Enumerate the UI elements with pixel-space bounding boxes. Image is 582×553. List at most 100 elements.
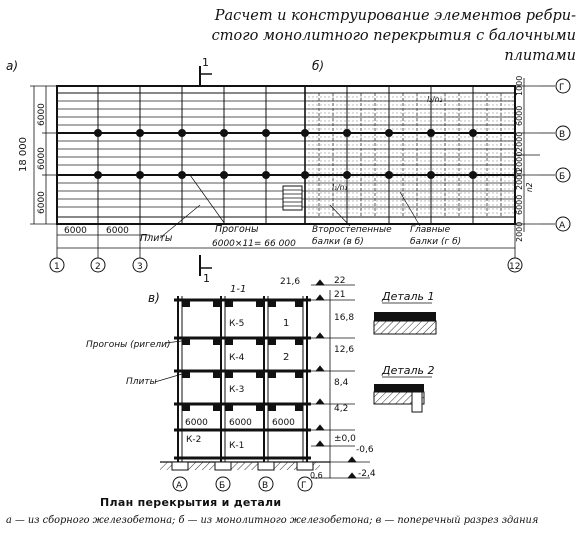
section-axis-bubbles bbox=[172, 476, 313, 492]
label-main-2: балки (г б) bbox=[410, 237, 461, 247]
section-columns-inner bbox=[181, 296, 304, 462]
detail-1-slab bbox=[374, 312, 436, 321]
elev-16-8: 16,8 bbox=[334, 313, 354, 323]
elev-8-4: 8,4 bbox=[334, 378, 349, 388]
bottom-dim-1: 6000 bbox=[64, 226, 87, 236]
room-k2: К-2 bbox=[186, 435, 201, 445]
details: Деталь 1 Деталь 2 bbox=[373, 290, 437, 413]
right-dim-6: 6000 bbox=[515, 195, 524, 215]
elev-0-0: ±0,0 bbox=[334, 434, 356, 444]
left-dim-ticks bbox=[30, 85, 57, 225]
ground-hatch bbox=[160, 462, 320, 470]
total-length: 6000×11= 66 000 bbox=[212, 239, 296, 249]
axis-right-A: А bbox=[559, 221, 566, 231]
elev-minus-2-4: -2,4 bbox=[358, 469, 376, 479]
detail-2-support bbox=[411, 391, 423, 413]
foot-dim: 0,6 bbox=[310, 471, 323, 480]
header-line-2: стого монолитного перекрытия с балочными… bbox=[211, 28, 576, 64]
span-1: 6000 bbox=[185, 418, 208, 428]
elev-22: 22 bbox=[334, 276, 345, 286]
label-slabs: Плиты bbox=[140, 233, 173, 244]
monolithic-area bbox=[305, 93, 515, 217]
section-leaders bbox=[154, 340, 183, 383]
detail-1-title: Деталь 1 bbox=[381, 290, 435, 303]
elev-4-2: 4,2 bbox=[334, 404, 348, 414]
bottom-dim-2: 6000 bbox=[106, 226, 129, 236]
elev-minus-0-6: -0,6 bbox=[356, 445, 374, 455]
right-dim-lines bbox=[515, 78, 540, 232]
n2-label: n2 bbox=[525, 182, 534, 192]
right-dim-7: 2000 bbox=[515, 222, 524, 242]
span-3: 6000 bbox=[272, 418, 295, 428]
section-axis-B: Б bbox=[219, 481, 225, 491]
columns bbox=[94, 129, 477, 179]
right-axis-bubbles bbox=[540, 78, 571, 232]
axis-bottom-3: 3 bbox=[137, 262, 143, 272]
secondary-beams bbox=[318, 93, 502, 217]
plan-label-b: б) bbox=[312, 59, 324, 73]
right-dim-1: 1000 bbox=[515, 76, 524, 96]
room-n2: 2 bbox=[283, 352, 289, 363]
span-2: 6000 bbox=[229, 418, 252, 428]
column-lines bbox=[97, 86, 474, 224]
annot-mid: l₁/n₁ bbox=[332, 183, 347, 192]
right-dim-2: 6000 bbox=[515, 106, 524, 126]
detail-2-top bbox=[374, 384, 424, 392]
girder-lines bbox=[57, 132, 515, 176]
plan-label-a: а) bbox=[6, 59, 18, 73]
elev-21: 21 bbox=[334, 290, 345, 300]
elevation-marks bbox=[311, 279, 370, 479]
elev-12-6: 12,6 bbox=[334, 345, 354, 355]
label-main: Главные bbox=[410, 225, 451, 235]
right-dim-3: 2000 bbox=[515, 132, 524, 152]
axis-bottom-2: 2 bbox=[95, 262, 101, 272]
section-top-dim: 21,6 bbox=[280, 277, 300, 287]
section-floors bbox=[174, 298, 311, 460]
room-k3: К-3 bbox=[229, 385, 244, 395]
detail-1-beam bbox=[373, 320, 437, 335]
header-line-1: Расчет и конструирование элементов ребри… bbox=[214, 8, 576, 24]
section-mark-top: 1 bbox=[202, 56, 209, 69]
left-dim-3: 6000 bbox=[37, 191, 47, 214]
right-dim-5: 2000 bbox=[515, 170, 524, 190]
axis-right-V: В bbox=[559, 130, 565, 140]
section-axis-G: Г bbox=[301, 481, 307, 491]
floor-plan: а) б) 1 bbox=[6, 56, 571, 285]
room-k5: К-5 bbox=[229, 319, 244, 329]
room-k4: К-4 bbox=[229, 353, 245, 363]
axis-right-B: Б bbox=[559, 172, 565, 182]
bottom-axis-bubbles bbox=[49, 257, 523, 273]
page-header: Расчет и конструирование элементов ребри… bbox=[150, 6, 576, 66]
label-secondary: Второстепенные bbox=[312, 225, 392, 235]
annot-top: l₂/n₂ bbox=[427, 95, 442, 104]
stair-steps bbox=[283, 189, 302, 207]
axis-bottom-12: 12 bbox=[509, 262, 520, 272]
left-dim-1: 6000 bbox=[37, 103, 47, 126]
caption-title: План перекрытия и детали bbox=[100, 496, 282, 509]
detail-2-title: Деталь 2 bbox=[381, 364, 435, 377]
label-secondary-2: балки (в б) bbox=[312, 237, 364, 247]
left-dim-2: 6000 bbox=[37, 147, 47, 170]
section-frame bbox=[177, 296, 308, 462]
label-section-slabs: Плиты bbox=[126, 377, 157, 387]
axis-bottom-1: 1 bbox=[54, 262, 60, 272]
footings bbox=[171, 461, 314, 471]
room-k1: К-1 bbox=[229, 441, 244, 451]
section-axis-V: В bbox=[262, 481, 268, 491]
total-height: 18 000 bbox=[18, 137, 29, 172]
label-section-girders: Прогоны (ригели) bbox=[86, 340, 171, 350]
bottom-dim-lines bbox=[56, 224, 516, 258]
section-axis-A: А bbox=[176, 481, 183, 491]
section-label-v: в) bbox=[148, 291, 160, 305]
building-section: в) 1-1 21,6 bbox=[86, 276, 376, 492]
caption-text: а — из сборного железобетона; б — из мон… bbox=[6, 515, 539, 526]
room-n1: 1 bbox=[283, 318, 289, 329]
plan-leaders bbox=[159, 174, 421, 239]
section-title: 1-1 bbox=[230, 284, 246, 295]
section-girders bbox=[182, 300, 303, 411]
label-girders: Прогоны bbox=[215, 224, 259, 235]
axis-right-G: Г bbox=[559, 83, 565, 93]
right-dim-4: 2000 bbox=[515, 152, 524, 172]
section-mark-bottom: 1 bbox=[203, 272, 210, 285]
